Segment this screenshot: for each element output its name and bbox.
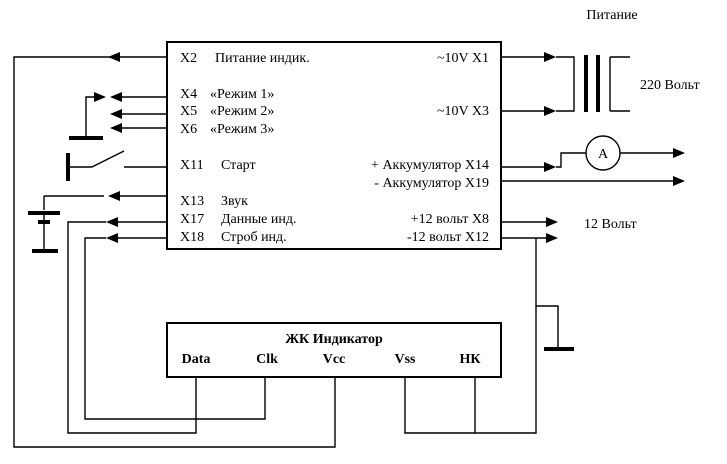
wire-x2-to-vcc [13,52,336,448]
ammeter-label: A [598,147,609,162]
pin-x3-label: ~10V X3 [437,104,489,119]
pin-x11: X11 [180,158,204,173]
lcd-pin-nk: НК [459,352,481,367]
pin-x13-name: Звук [221,194,248,209]
mains-voltage: 220 Вольт [640,78,700,93]
pin-x18: X18 [180,230,204,245]
pin-x13: X13 [180,194,204,209]
pin-x5-name: «Режим 2» [210,104,274,119]
mode-inputs [69,92,167,140]
pin-x12-label: -12 вольт X12 [407,230,489,245]
pin-x17-name: Данные инд. [221,212,296,227]
power-title: Питание [586,8,637,23]
wire-x18-to-clk [84,233,266,420]
battery-icon [28,211,60,253]
wire-x17-to-data [67,217,197,434]
output-12v: 12 Вольт [584,217,637,232]
lcd-title: ЖК Индикатор [285,332,383,347]
pin-x6-name: «Режим 3» [210,122,274,137]
lcd-pin-vss: Vss [394,352,416,367]
lcd-pin-clk: Clk [256,352,278,367]
lcd-indicator-box [166,322,502,378]
wire-x8-x12 [501,217,558,243]
pin-x8-label: +12 вольт X8 [411,212,489,227]
pin-x14-label: + Аккумулятор X14 [371,158,489,173]
pin-x4: X4 [180,87,197,102]
lcd-pin-data: Data [182,352,211,367]
wire-x19-out [501,176,685,186]
pin-x17: X17 [180,212,204,227]
pin-x2: X2 [180,51,197,66]
lcd-pin-vcc: Vcc [323,352,346,367]
pin-x5: X5 [180,104,197,119]
start-switch [66,150,167,181]
wire-x13-sound [43,191,167,210]
pin-x6: X6 [180,122,197,137]
pin-x2-name: Питание индик. [215,51,310,66]
wire-x14-ammeter [501,135,685,172]
pin-x19-label: - Аккумулятор X19 [374,176,489,191]
wire-x12-to-vss [404,238,574,434]
transformer-icon [584,55,630,112]
pin-x18-name: Строб инд. [221,230,287,245]
wire-x1-x3 [501,52,575,116]
pin-x4-name: «Режим 1» [210,87,274,102]
pin-x11-name: Старт [221,158,256,173]
main-unit-box [166,41,502,250]
pin-x1-label: ~10V X1 [437,51,489,66]
